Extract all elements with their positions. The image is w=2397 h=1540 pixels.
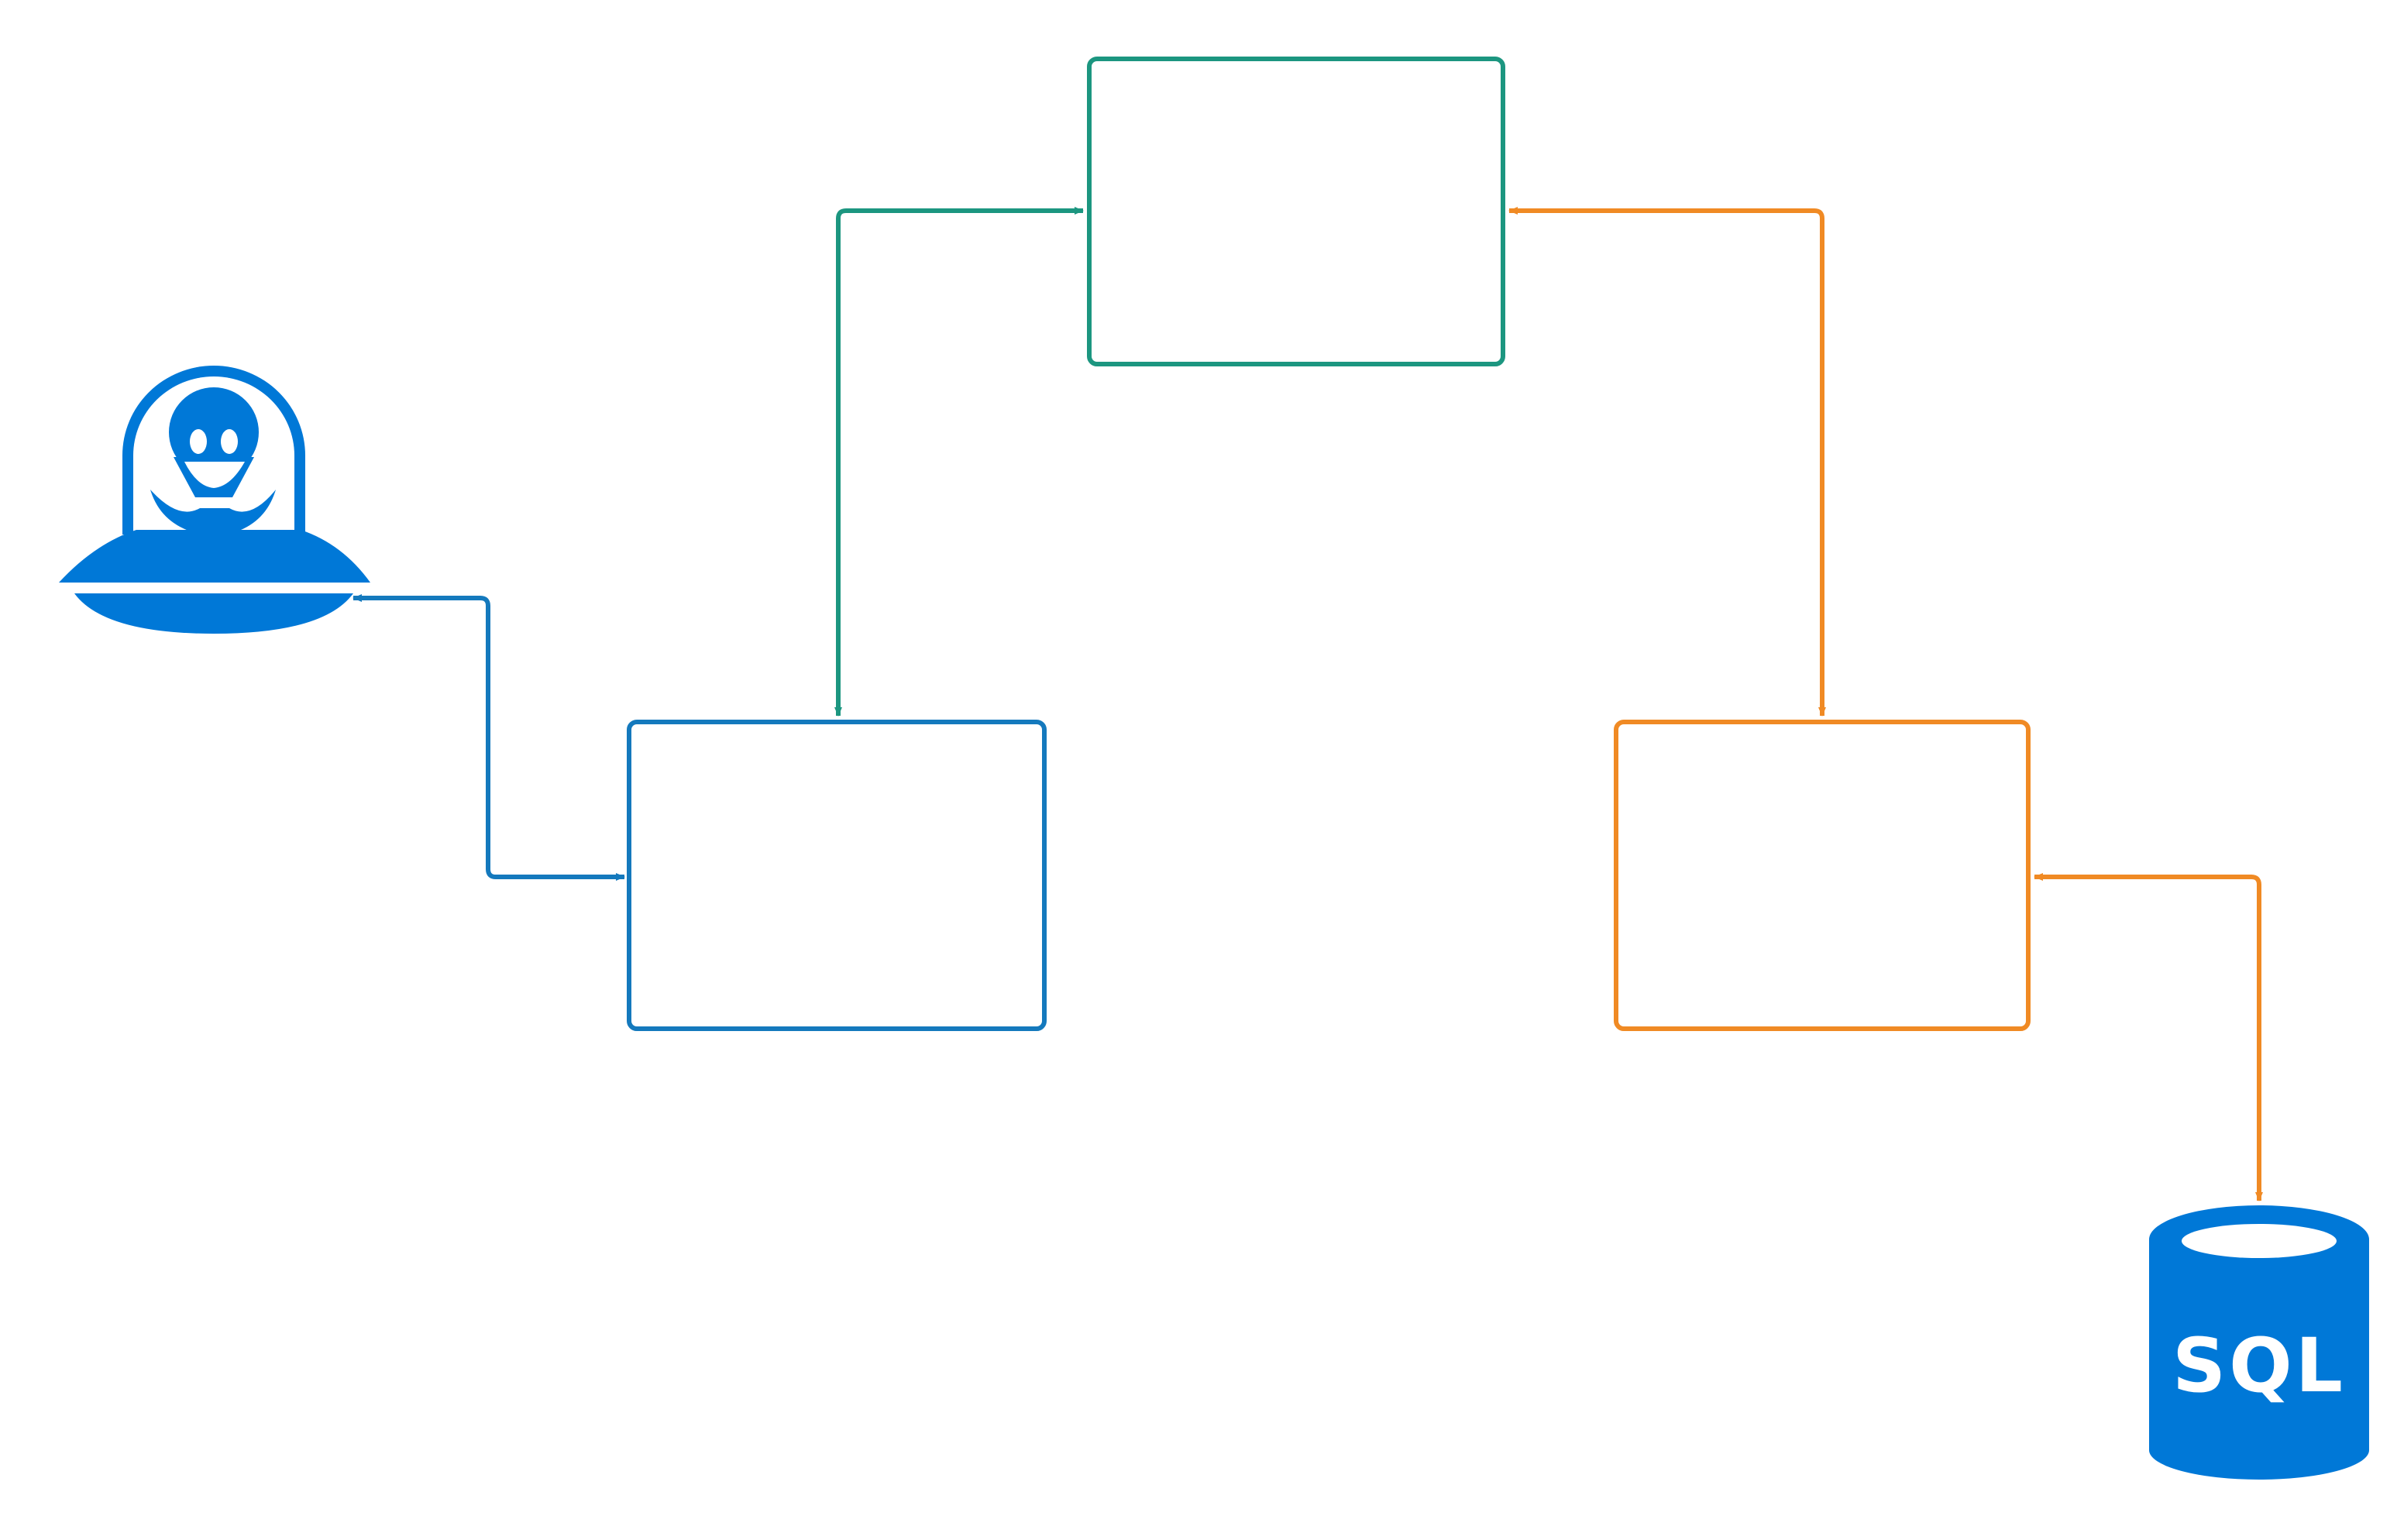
connector-ufo-to-left-box xyxy=(352,594,625,881)
sql-database-icon: SQL xyxy=(2149,1205,2369,1480)
left-box[interactable] xyxy=(627,720,1047,1031)
sql-label: SQL xyxy=(2172,1322,2346,1409)
right-box[interactable] xyxy=(1614,720,2031,1031)
connector-right-box-to-sql xyxy=(2034,873,2263,1201)
top-box[interactable] xyxy=(1087,57,1505,366)
connector-left-box-to-top-box xyxy=(834,207,1084,717)
connector-top-box-to-right-box xyxy=(1508,207,1826,717)
ufo-alien-icon xyxy=(59,366,370,634)
